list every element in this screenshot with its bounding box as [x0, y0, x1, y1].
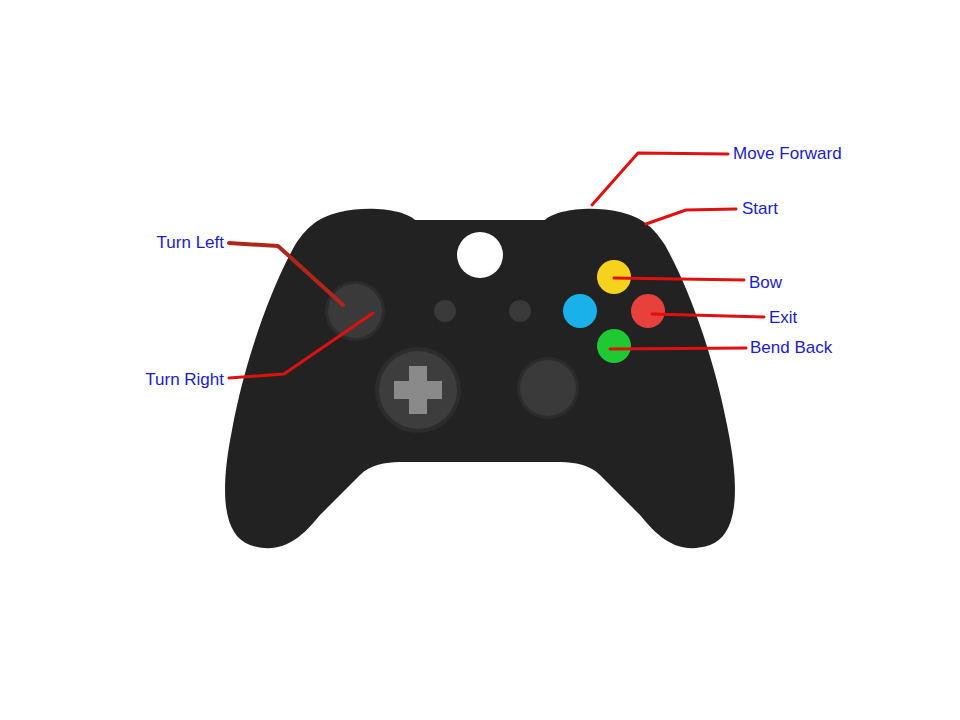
left-stick: [328, 284, 382, 338]
view-button: [434, 300, 456, 322]
dpad-cross: [394, 366, 442, 414]
green-button: [597, 329, 631, 363]
control-label: Start: [742, 199, 778, 219]
control-label: Turn Right: [145, 370, 224, 390]
dpad-ring: [375, 347, 461, 433]
red-button: [631, 294, 665, 328]
leader-line: [646, 209, 736, 224]
dpad-base: [379, 351, 457, 429]
control-label: Move Forward: [733, 144, 842, 164]
leader-line: [614, 278, 744, 280]
leader-line: [652, 314, 764, 317]
right-stick: [520, 360, 576, 416]
guide-button: [457, 232, 503, 278]
control-label: Bend Back: [750, 338, 832, 358]
blue-button: [563, 294, 597, 328]
left-stick-ring: [325, 281, 385, 341]
control-label: Bow: [749, 273, 782, 293]
leader-line: [610, 348, 746, 349]
right-stick-ring: [517, 357, 579, 419]
leader-line: [592, 153, 728, 205]
control-label: Turn Left: [157, 233, 224, 253]
control-label: Exit: [769, 308, 797, 328]
leader-line: [229, 243, 343, 305]
leader-line: [229, 313, 373, 378]
controller-body: [225, 209, 735, 548]
menu-button: [509, 300, 531, 322]
